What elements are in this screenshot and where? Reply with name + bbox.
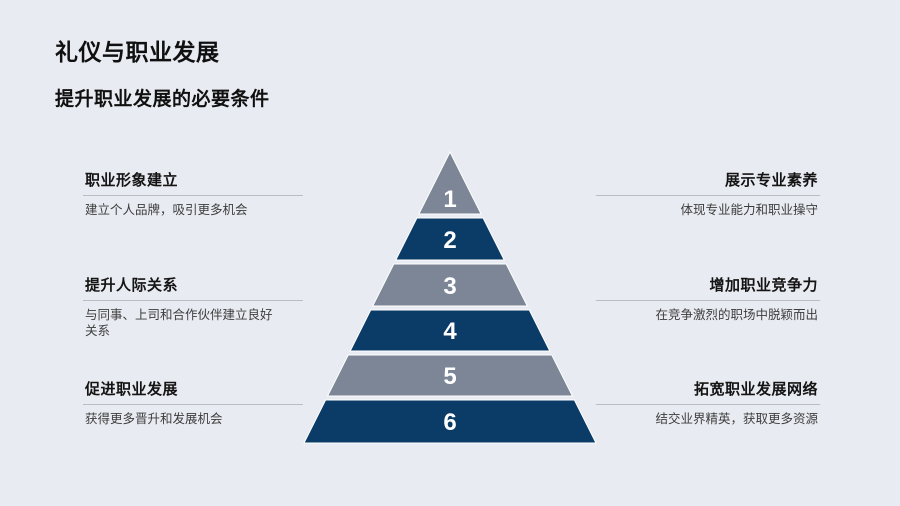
right-item-desc: 在竞争激烈的职场中脱颖而出 <box>655 308 818 322</box>
left-item-desc: 建立个人品牌，吸引更多机会 <box>85 203 248 217</box>
pyramid-level-6 <box>303 399 597 444</box>
pyramid-level-4 <box>349 309 551 352</box>
right-item-title: 增加职业竞争力 <box>596 277 820 301</box>
left-item-desc: 与同事、上司和合作伙伴建立良好关系 <box>85 308 273 338</box>
pyramid-level-5-number: 5 <box>443 363 456 390</box>
left-item-desc: 获得更多晋升和发展机会 <box>85 412 223 426</box>
pyramid-level-2-number: 2 <box>443 227 456 254</box>
pyramid-level-3-number: 3 <box>443 273 456 300</box>
left-item-title: 职业形象建立 <box>83 172 303 196</box>
pyramid-level-6-number: 6 <box>443 409 456 436</box>
right-item-title: 拓宽职业发展网络 <box>596 381 820 405</box>
right-item-professionalism: 展示专业素养 体现专业能力和职业操守 <box>596 172 820 218</box>
left-item-title: 提升人际关系 <box>83 277 303 301</box>
pyramid-level-4-number: 4 <box>443 318 457 345</box>
pyramid-level-1-number: 1 <box>443 186 456 213</box>
right-item-network: 拓宽职业发展网络 结交业界精英，获取更多资源 <box>596 381 820 427</box>
right-item-desc: 结交业界精英，获取更多资源 <box>655 412 818 426</box>
pyramid-level-1 <box>418 150 482 215</box>
slide-title: 礼仪与职业发展 <box>55 39 220 65</box>
pyramid-level-5 <box>326 354 574 397</box>
left-item-career-image: 职业形象建立 建立个人品牌，吸引更多机会 <box>83 172 303 218</box>
right-item-competitiveness: 增加职业竞争力 在竞争激烈的职场中脱颖而出 <box>596 277 820 323</box>
pyramid-level-3 <box>371 263 529 307</box>
left-item-career-growth: 促进职业发展 获得更多晋升和发展机会 <box>83 381 303 427</box>
right-item-title: 展示专业素养 <box>596 172 820 196</box>
pyramid-level-2 <box>394 217 506 261</box>
right-item-desc: 体现专业能力和职业操守 <box>680 203 818 217</box>
slide-subtitle: 提升职业发展的必要条件 <box>55 89 270 110</box>
left-item-title: 促进职业发展 <box>83 381 303 405</box>
left-item-relationships: 提升人际关系 与同事、上司和合作伙伴建立良好关系 <box>83 277 303 339</box>
